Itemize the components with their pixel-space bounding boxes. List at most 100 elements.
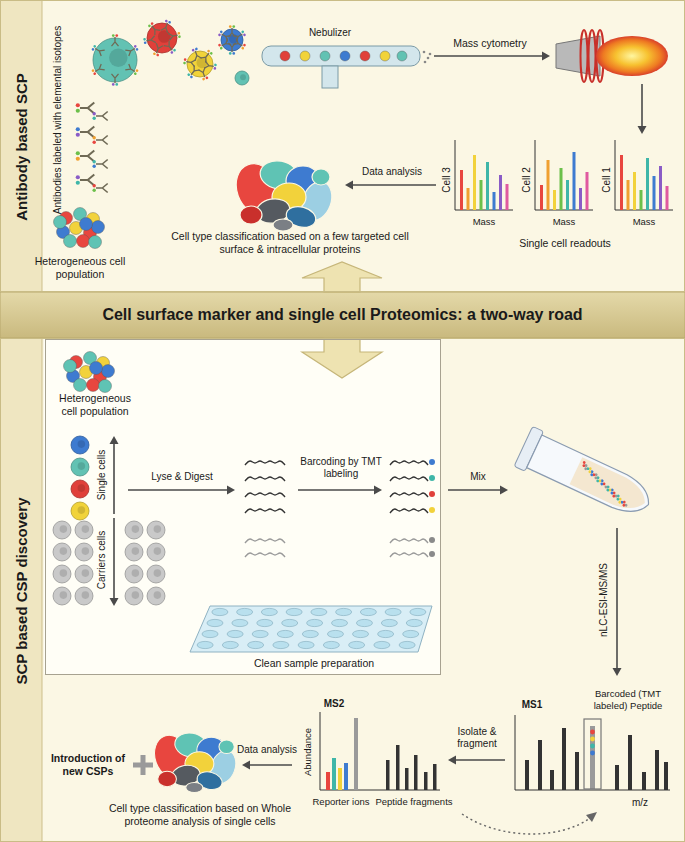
isotope-tag — [173, 48, 177, 52]
carrier-cell — [53, 587, 71, 605]
carrier-cell — [75, 587, 93, 605]
peptide-icon — [390, 553, 428, 557]
plate-well — [349, 641, 365, 648]
cell-body — [53, 587, 71, 605]
carrier-cell — [125, 521, 143, 539]
antibody-icon — [92, 160, 107, 169]
plate-well — [360, 608, 376, 615]
fragment-peak — [386, 760, 390, 790]
antibody-y — [96, 184, 108, 193]
cell-body — [147, 587, 165, 605]
isotope-tag — [92, 117, 95, 120]
cell-cluster — [64, 352, 115, 393]
isotope-tag — [135, 47, 139, 51]
carrier-cell — [75, 565, 93, 583]
cell-nucleus — [82, 547, 90, 555]
plate-well — [307, 619, 323, 626]
top-panel-fill — [0, 0, 685, 292]
arrow-head — [638, 126, 647, 134]
cell-icon — [71, 502, 89, 520]
plate-well — [403, 630, 419, 637]
arrow-shaft — [616, 528, 618, 668]
cluster-cell — [92, 221, 105, 234]
isotope-tag — [115, 34, 118, 37]
arrow-head — [110, 436, 119, 444]
reporter-peak — [326, 772, 330, 790]
isotope-tag — [76, 133, 80, 137]
nebulized-cell — [320, 51, 330, 61]
cell-body — [125, 543, 143, 561]
spectrum-peak — [659, 166, 662, 210]
isotope-tag — [112, 83, 115, 86]
arrow-shaft — [353, 184, 436, 186]
antibody-y — [112, 37, 119, 46]
spectrum-peak — [499, 175, 502, 210]
fragment-peak — [414, 755, 418, 790]
isotope-tag — [177, 32, 180, 35]
cell-body — [125, 565, 143, 583]
cell-body — [93, 38, 137, 82]
peptide-dot — [590, 473, 594, 477]
nebulizer-tube — [262, 46, 420, 66]
spectrum-peak — [633, 172, 636, 210]
readout-label: Single cell readouts — [519, 237, 611, 250]
fragment-peak — [405, 768, 409, 790]
plate-well — [323, 641, 339, 648]
plate-well — [356, 619, 372, 626]
axis-label: Mass — [633, 216, 656, 228]
tmt-tag — [429, 551, 435, 557]
axis-label: Abundance — [302, 728, 314, 776]
spectrum-peak — [553, 190, 556, 210]
cell-nucleus — [82, 569, 90, 577]
arrow-shaft — [448, 489, 500, 491]
cell-body — [147, 565, 165, 583]
isotope-tag — [93, 72, 97, 76]
isotope-tag — [76, 175, 80, 179]
antibody-icon — [204, 61, 217, 70]
cell-body — [125, 587, 143, 605]
isotope-tag — [209, 51, 213, 55]
cell-body — [53, 565, 71, 583]
plate-well — [227, 630, 243, 637]
mass-spectrum — [615, 140, 673, 210]
plate-well — [282, 619, 298, 626]
spectrum-axis — [535, 140, 593, 210]
isotope-tag — [243, 33, 247, 37]
cell-body — [71, 458, 89, 476]
device-label: Nebulizer — [309, 27, 351, 39]
side-strip — [0, 338, 42, 842]
cell-body — [221, 29, 243, 51]
plate-well — [261, 608, 277, 615]
spectrum-peak — [627, 180, 630, 210]
spectrum-peak — [460, 170, 463, 210]
isotope-tag — [92, 141, 95, 144]
antibody-y — [80, 103, 94, 114]
tube-body — [527, 435, 656, 521]
reporter-peak — [332, 758, 336, 790]
cluster-cell — [102, 365, 115, 378]
cluster-cell — [64, 360, 77, 373]
isotope-tag — [92, 112, 95, 115]
flow-arrow — [448, 756, 505, 765]
cell-nucleus — [78, 462, 86, 470]
cell-icon — [71, 458, 89, 476]
antibody-y — [112, 74, 119, 83]
isotope-tag — [184, 58, 187, 61]
peptide-icon — [245, 477, 285, 481]
peptide-dot — [594, 476, 598, 480]
carrier-cell — [53, 565, 71, 583]
spectrum-peak — [473, 155, 476, 210]
barcode-dot — [590, 730, 595, 735]
cluster-cell — [74, 379, 87, 392]
spectrum-peak — [620, 155, 623, 210]
spray-droplet — [424, 61, 427, 64]
peptide-dot — [616, 497, 620, 501]
arrow-head — [374, 486, 382, 495]
cell-body — [75, 587, 93, 605]
cell-type-region — [186, 782, 203, 792]
two-way-arrow-down — [302, 338, 382, 378]
two-way-arrow-up — [302, 262, 382, 292]
isotope-tag — [213, 67, 216, 70]
